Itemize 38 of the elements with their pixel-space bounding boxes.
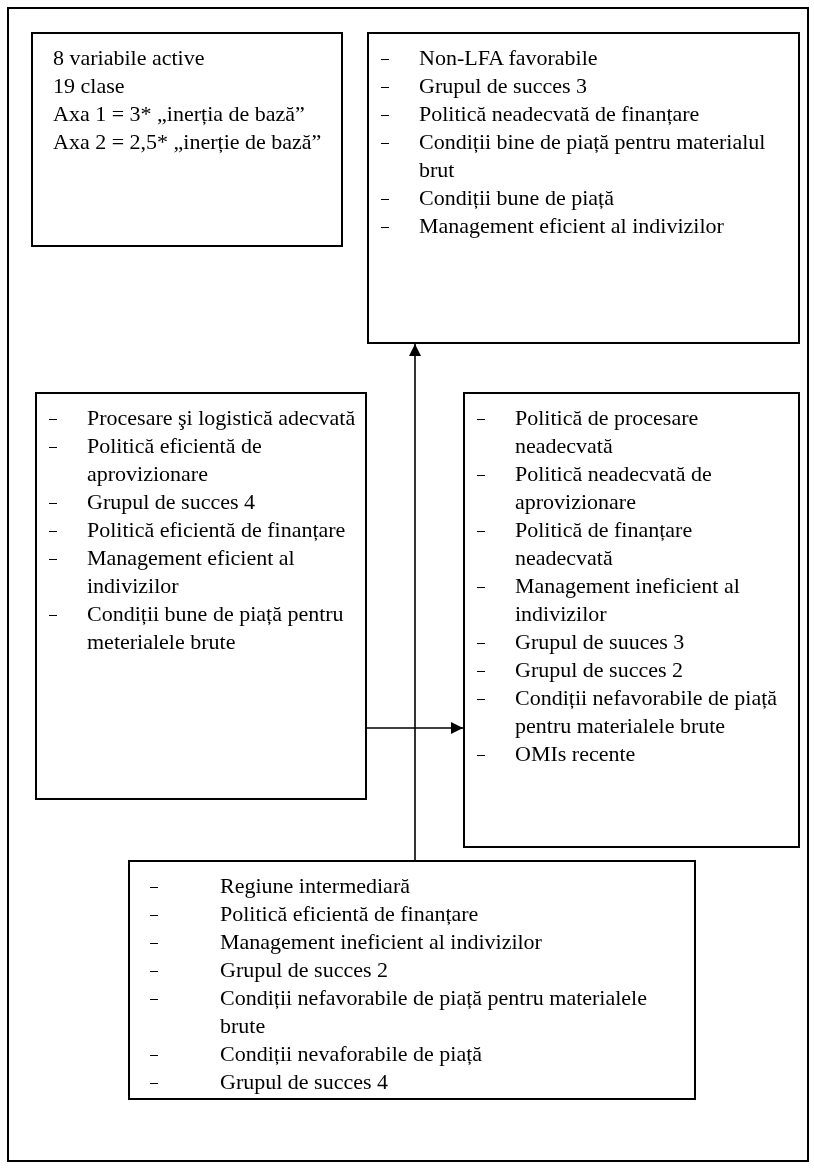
list-text: 19 clase bbox=[53, 72, 125, 100]
text-box bbox=[463, 392, 800, 848]
list-text: Axa 2 = 2,5* „inerție de bază” bbox=[53, 128, 322, 156]
list-text: Regiune intermediară bbox=[220, 872, 410, 900]
list-text: OMIs recente bbox=[515, 740, 636, 768]
list-text: Grupul de succes 4 bbox=[87, 488, 255, 516]
list-text: Condiții bune de piață pentru meterialele brute bbox=[87, 600, 345, 656]
list-text: Politică neadecvată de aprovizionare bbox=[515, 460, 713, 516]
list-text: Management eficient al indivizilor bbox=[419, 212, 724, 240]
text-box bbox=[35, 392, 367, 800]
list-text: 8 variabile active bbox=[53, 44, 205, 72]
list-text: Condiții bine de piață pentru materialul brut bbox=[419, 128, 767, 184]
list-text: Management ineficient al indivizilor bbox=[220, 928, 542, 956]
list-text: Grupul de succes 2 bbox=[515, 656, 683, 684]
list-text: Politică de procesare neadecvată bbox=[515, 404, 700, 460]
list-text: Condiții bune de piață bbox=[419, 184, 614, 212]
arrow bbox=[409, 343, 421, 861]
list-text: Non-LFA favorabile bbox=[419, 44, 598, 72]
text-box bbox=[367, 32, 800, 344]
list-text: Management eficient al indivizilor bbox=[87, 544, 296, 600]
list-text: Condiții nefavorabile de piață pentru materialele brute bbox=[515, 684, 779, 740]
list-text: Axa 1 = 3* „inerția de bază” bbox=[53, 100, 305, 128]
list-text: Grupul de succes 3 bbox=[419, 72, 587, 100]
list-text: Politică eficientă de finanțare bbox=[220, 900, 479, 928]
list-text: Grupul de suuces 3 bbox=[515, 628, 685, 656]
list-text: Procesare şi logistică adecvată bbox=[87, 404, 356, 432]
list-text: Condiții nefavorabile de piață pentru materialele brute bbox=[220, 984, 648, 1040]
list-text: Grupul de succes 2 bbox=[220, 956, 388, 984]
list-text: Politică eficientă de aprovizionare bbox=[87, 432, 263, 488]
list-text: Management ineficient al indivizilor bbox=[515, 572, 741, 628]
list-text: Politică eficientă de finanțare bbox=[87, 516, 346, 544]
arrow bbox=[366, 722, 464, 734]
list-text: Politică neadecvată de finanțare bbox=[419, 100, 700, 128]
list-text: Politică de finanțare neadecvată bbox=[515, 516, 694, 572]
text-box bbox=[128, 860, 696, 1100]
list-text: Grupul de succes 4 bbox=[220, 1068, 388, 1096]
list-text: Condiții nevaforabile de piață bbox=[220, 1040, 483, 1068]
text-box bbox=[31, 32, 343, 247]
